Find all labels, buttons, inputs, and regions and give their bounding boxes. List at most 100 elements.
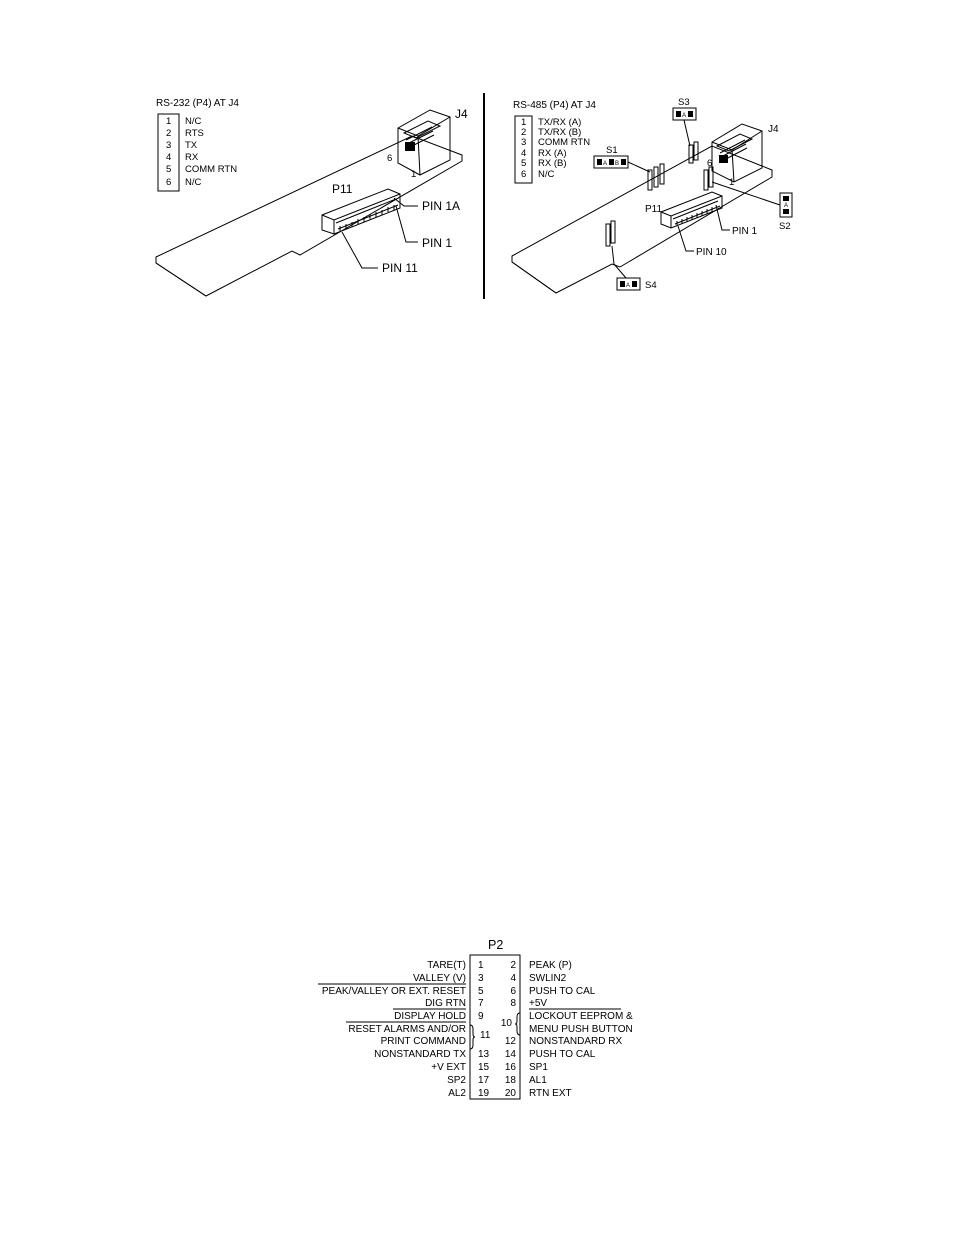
rs485-pin-number: 1 xyxy=(521,117,526,128)
rs485-j4-label: J4 xyxy=(768,124,779,135)
rs485-switch-s1: S1 A B xyxy=(593,145,651,173)
rs485-pin-label: COMM RTN xyxy=(538,137,590,148)
p2-pin-number: 17 xyxy=(478,1075,490,1086)
rs485-pin-label: TX/RX (B) xyxy=(538,127,581,138)
p2-title: P2 xyxy=(488,938,503,952)
p2-pin-number: 16 xyxy=(505,1062,517,1073)
p2-signal-left: DIG RTN xyxy=(425,998,466,1009)
p2-pin-number: 8 xyxy=(510,998,516,1009)
rs485-s1-mark-a: A xyxy=(603,161,607,167)
rs232-pin-label: RX xyxy=(185,152,199,163)
rs232-pin-list: 1 N/C 2 RTS 3 TX 4 RX 5 COMM RTN 6 N/C xyxy=(166,116,237,188)
p2-pin-number: 13 xyxy=(478,1049,490,1060)
rs485-s4-mark-a: A xyxy=(626,283,630,289)
rs485-switch-s4: A S4 xyxy=(611,245,657,291)
p2-signal-right: MENU PUSH BUTTON xyxy=(529,1024,633,1035)
rs232-pin-number: 3 xyxy=(166,140,171,151)
rs485-s1-mark-b: B xyxy=(615,161,619,167)
rs485-s2-label: S2 xyxy=(779,221,791,232)
p2-signal-left: PRINT COMMAND xyxy=(381,1036,466,1047)
rs232-pin1a-leader xyxy=(393,197,418,207)
p2-pin-number: 15 xyxy=(478,1062,490,1073)
p2-pin-number: 2 xyxy=(510,960,516,971)
p2-signal-left: +V EXT xyxy=(431,1062,466,1073)
rs485-pin-table-frame xyxy=(514,115,533,184)
p2-pin10-brace xyxy=(514,1012,521,1036)
rs232-pin1-marker: 1 xyxy=(411,169,416,180)
rs485-pin-label: TX/RX (A) xyxy=(538,117,581,128)
p2-signal-right: RTN EXT xyxy=(529,1088,572,1099)
p2-signal-right: AL1 xyxy=(529,1075,547,1086)
rs485-pin6-marker: 6 xyxy=(707,158,712,169)
rs232-pin-number: 5 xyxy=(166,164,171,175)
p2-pin-number: 20 xyxy=(505,1088,517,1099)
rs485-pin-number: 6 xyxy=(521,169,526,180)
rs232-pin1a-callout: PIN 1A xyxy=(422,199,460,213)
rs232-j4-connector xyxy=(397,109,451,176)
rs485-pin10-leader xyxy=(677,225,694,252)
rs485-pin-label: RX (A) xyxy=(538,148,567,159)
rs232-diagram: RS-232 (P4) AT J4 1 N/C 2 RTS 3 TX 4 RX … xyxy=(155,98,468,297)
rs232-pin-number: 2 xyxy=(166,128,171,139)
p2-signal-left: VALLEY (V) xyxy=(413,973,466,984)
p2-signal-left: PEAK/VALLEY OR EXT. RESET xyxy=(322,986,466,997)
p2-pin-number: 19 xyxy=(478,1088,490,1099)
p2-pin-number: 3 xyxy=(478,973,484,984)
rs232-pin1-callout: PIN 1 xyxy=(422,236,452,250)
rs232-pin-label: TX xyxy=(185,140,198,151)
p2-signal-right: NONSTANDARD RX xyxy=(529,1036,622,1047)
p2-pin-number: 9 xyxy=(478,1011,484,1022)
rs485-p11-header xyxy=(660,191,723,229)
rs485-title: RS-485 (P4) AT J4 xyxy=(513,100,596,111)
p2-signal-left: TARE(T) xyxy=(427,960,466,971)
rs485-pin-number: 3 xyxy=(521,137,526,148)
rs232-pin-label: RTS xyxy=(185,128,204,139)
rs485-p11-label: P11 xyxy=(645,204,662,215)
p2-pin-number: 14 xyxy=(505,1049,517,1060)
rs232-j4-label: J4 xyxy=(455,107,468,121)
rs485-switch-s2: A S2 xyxy=(711,181,793,232)
p2-pin-number: 12 xyxy=(505,1036,517,1047)
rs232-pin6-marker: 6 xyxy=(387,153,392,164)
rs232-pin-table-frame xyxy=(157,113,180,192)
p2-pin-number: 1 xyxy=(478,960,484,971)
rs485-s3-mark-a: A xyxy=(682,113,686,119)
rs232-pin-label: N/C xyxy=(185,177,202,188)
rs485-pin1-marker: 1 xyxy=(729,177,734,188)
rs232-p11-label: P11 xyxy=(332,182,353,196)
p2-signal-left: NONSTANDARD TX xyxy=(374,1049,466,1060)
p2-signal-right: PUSH TO CAL xyxy=(529,1049,596,1060)
rs232-pin11-leader xyxy=(341,231,378,269)
rs485-jumper-posts xyxy=(605,141,714,247)
rs232-pin-number: 6 xyxy=(166,177,171,188)
p2-right-labels: PEAK (P) SWLIN2 PUSH TO CAL +5V LOCKOUT … xyxy=(529,960,633,1099)
rs485-pin-number: 2 xyxy=(521,127,526,138)
rs485-j4-connector xyxy=(711,123,763,183)
p2-pin-number: 18 xyxy=(505,1075,517,1086)
p2-signal-left: DISPLAY HOLD xyxy=(394,1011,466,1022)
p2-left-pins: 1 3 5 7 9 11 13 15 17 19 xyxy=(478,960,491,1099)
p2-pin-number: 5 xyxy=(478,986,484,997)
rs485-pin-number: 5 xyxy=(521,158,526,169)
p2-right-pins: 2 4 6 8 10 12 14 16 18 20 xyxy=(501,960,517,1099)
p2-signal-right: PEAK (P) xyxy=(529,960,572,971)
rs232-pin1-leader xyxy=(395,205,418,243)
rs485-s4-label: S4 xyxy=(645,280,657,291)
rs485-s3-label: S3 xyxy=(678,97,690,108)
p2-signal-right: +5V xyxy=(529,998,547,1009)
p2-left-labels: TARE(T) VALLEY (V) PEAK/VALLEY OR EXT. R… xyxy=(322,960,467,1099)
rs485-s1-label: S1 xyxy=(606,145,618,156)
rs232-pin-label: N/C xyxy=(185,116,202,127)
rs232-pin-label: COMM RTN xyxy=(185,164,237,175)
p2-pin-number: 6 xyxy=(510,986,516,997)
p2-pin-number: 10 xyxy=(501,1018,513,1029)
p2-signal-left: SP2 xyxy=(447,1075,466,1086)
p2-signal-left: AL2 xyxy=(448,1088,466,1099)
p2-signal-right: SP1 xyxy=(529,1062,548,1073)
p2-pin11-brace xyxy=(469,1024,476,1050)
rs485-pin1-leader xyxy=(715,204,730,231)
rs232-pin11-callout: PIN 11 xyxy=(382,261,418,275)
rs485-pin-list: 1 TX/RX (A) 2 TX/RX (B) 3 COMM RTN 4 RX … xyxy=(521,117,590,180)
rs485-pin-label: RX (B) xyxy=(538,158,567,169)
